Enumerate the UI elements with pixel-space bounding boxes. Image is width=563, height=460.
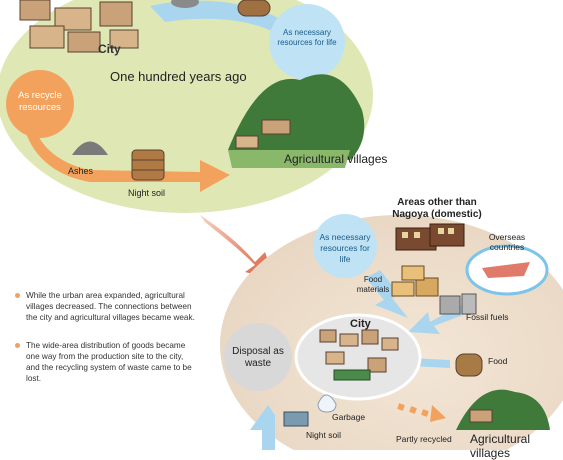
garbage-bag: [317, 394, 337, 413]
necessary-bubble-top-label: As necessary resources for life: [277, 28, 337, 47]
food-materials-boxes: [391, 265, 439, 297]
bottom-blue-arrow-domestic: [366, 270, 408, 318]
necessary-bubble-bottom-shape: [313, 214, 377, 278]
bottom-blue-arrow-waste: [250, 405, 275, 450]
ashes-label: Ashes: [68, 166, 94, 176]
recycle-bubble-shape: [6, 70, 74, 138]
bottom-agri-label: Agricultural villages: [470, 432, 531, 460]
note-2: The wide-area distribution of goods beca…: [15, 340, 196, 384]
top-city-houses: [19, 0, 271, 53]
necessary-bubble-bottom-label: As necessary resources for life: [319, 232, 371, 264]
bottom-city: [294, 313, 422, 401]
bullet-dot-icon: [15, 293, 20, 298]
garbage-label: Garbage: [332, 412, 366, 422]
note-1-text: While the urban area expanded, agricultu…: [26, 291, 195, 322]
overseas-ship: [482, 262, 530, 278]
food-label: Food: [488, 356, 508, 366]
night-soil-tank-bottom: [283, 411, 309, 427]
fossil-fuel-tanks: [439, 293, 477, 315]
top-night-soil-label: Night soil: [128, 188, 166, 198]
ashes-pile: [72, 141, 108, 155]
note-1: While the urban area expanded, agricultu…: [15, 290, 196, 323]
food-materials-label: Food materials: [356, 275, 390, 294]
fossil-fuels-label: Fossil fuels: [466, 312, 509, 322]
bullet-dot-icon: [15, 343, 20, 348]
top-city-label: City: [98, 42, 121, 56]
disposal-bubble-label: Disposal as waste: [232, 346, 284, 369]
top-agri-label: Agricultural villages: [284, 152, 388, 166]
note-2-text: The wide-area distribution of goods beca…: [26, 341, 192, 383]
train: [395, 223, 465, 251]
food-barrel: [455, 353, 483, 377]
partly-recycled-arrow: [397, 403, 446, 422]
bottom-night-soil-label: Night soil: [306, 430, 341, 440]
disposal-bubble-shape: [224, 323, 292, 391]
diagram-canvas: [0, 0, 563, 450]
partly-recycled-label: Partly recycled: [396, 434, 452, 444]
bottom-city-label: City: [350, 318, 371, 330]
overseas-label: Overseas countries: [488, 232, 526, 252]
areas-title: Areas other than Nagoya (domestic): [392, 197, 482, 220]
necessary-bubble-top-shape: [269, 4, 345, 80]
transition-arrow: [200, 215, 275, 280]
recycle-bubble-label: As recycle resources: [18, 90, 62, 113]
top-orange-arrow: [22, 80, 230, 192]
bottom-agri-hill: [456, 389, 550, 430]
top-era-title: One hundred years ago: [110, 69, 247, 84]
top-agri-hill: [228, 74, 365, 168]
night-soil-bucket: [131, 149, 165, 181]
